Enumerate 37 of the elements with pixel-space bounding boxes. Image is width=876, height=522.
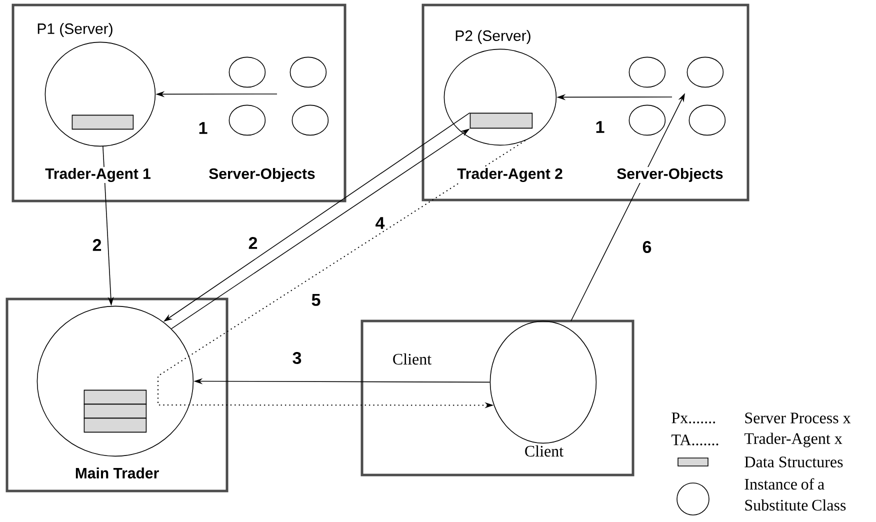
ellipse xyxy=(490,320,597,444)
ellipse xyxy=(688,104,726,136)
edge-label: 1 xyxy=(594,120,606,134)
edge-label: 4 xyxy=(374,216,386,230)
group-label: Server-Objects xyxy=(208,167,316,183)
circle-label: Trader-Agent 2 xyxy=(456,166,564,184)
data-bar xyxy=(72,114,134,130)
group-label: Server-Objects xyxy=(616,167,724,183)
edge-label: 2 xyxy=(91,238,103,252)
circle-label: Trader-Agent 1 xyxy=(44,166,152,184)
edge-label: 6 xyxy=(641,240,653,254)
ellipse xyxy=(44,42,156,147)
ellipse xyxy=(292,104,329,136)
process-box: Main Trader xyxy=(6,298,228,492)
data-bar xyxy=(84,404,147,419)
ellipse xyxy=(290,56,327,88)
edge-label: 2 xyxy=(247,236,259,250)
ellipse xyxy=(228,56,266,88)
ellipse xyxy=(444,48,557,146)
edge-label: 1 xyxy=(197,121,209,135)
legend-text: Data Structures xyxy=(744,456,843,468)
legend-text: Px....... xyxy=(670,412,718,424)
step-number: 5 xyxy=(310,293,322,307)
ellipse xyxy=(36,306,194,457)
legend-text: Server Process x xyxy=(743,412,852,424)
ellipse xyxy=(628,56,666,88)
legend-text: Instance of a Substitute Class xyxy=(744,478,846,511)
ellipse xyxy=(628,104,666,136)
legend-text: TA....... xyxy=(670,434,720,446)
data-bar xyxy=(470,112,533,129)
data-bar xyxy=(84,390,147,405)
legend-text: Trader-Agent x xyxy=(743,432,844,448)
circle-label: Client xyxy=(523,444,565,458)
edge-label: 3 xyxy=(291,350,303,366)
ellipse xyxy=(228,104,266,136)
data-bar xyxy=(84,418,147,433)
ellipse xyxy=(686,56,724,88)
